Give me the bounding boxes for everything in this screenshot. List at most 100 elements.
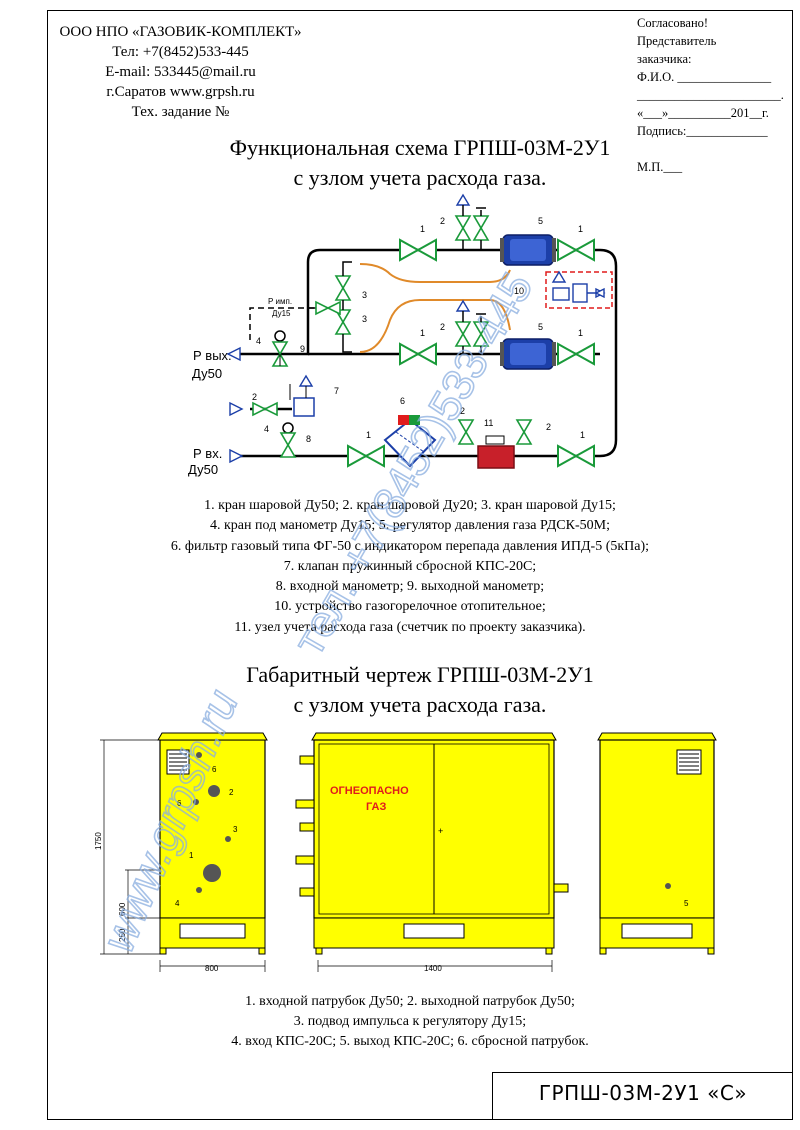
ball-valve-icon [399,239,437,261]
small-valve-icon [335,275,351,301]
ball-valve-icon [252,402,278,416]
dim-width-side: 800 [205,964,219,973]
svg-text:1: 1 [366,430,371,440]
svg-text:1: 1 [578,328,583,338]
legend-item: 4. кран под манометр Ду15; 5. регулятор … [210,518,610,534]
approval-line: М.П.___ [637,160,683,174]
small-valve-icon [455,321,471,347]
company-name: ООО НПО «ГАЗОВИК-КОМПЛЕКТ» [59,24,302,40]
impulse-dash [249,307,320,340]
ball-valve-icon [399,343,437,365]
svg-text:1: 1 [578,224,583,234]
drawing-title-line2: с узлом учета расхода газа. [293,692,547,717]
p-imp-dn-label: Ду15 [272,309,291,318]
tech-task: Тех. задание № [131,104,230,120]
p-out-dn-label: Ду50 [192,366,222,381]
small-valve-icon [315,301,341,315]
ball-valve-icon [557,343,595,365]
legend-item: 4. вход КПС-20С; 5. выход КПС-20С; 6. сб… [231,1034,589,1049]
company-email: E-mail: 533445@mail.ru [105,64,256,80]
approval-line: Подпись:_____________ [637,124,768,138]
svg-text:6: 6 [177,799,182,808]
legend-item: 8. входной манометр; 9. выходной маномет… [275,579,545,595]
svg-text:4: 4 [256,336,261,346]
company-info: ООО НПО «ГАЗОВИК-КОМПЛЕКТ» Тел: +7(8452)… [48,22,313,122]
vent-arrow-icon [456,194,470,206]
stamp-text: ГРПШ-03М-2У1 «С» [538,1081,748,1105]
svg-text:1: 1 [420,328,425,338]
warning-line2: ГАЗ [366,801,386,813]
p-in-dn-label: Ду50 [188,462,218,477]
scheme-legend: 1. кран шаровой Ду50; 2. кран шаровой Ду… [100,496,720,638]
cabinet-back-view: 5 [597,732,717,955]
legend-item: 3. подвод импульса к регулятору Ду15; [293,1014,527,1029]
svg-text:11: 11 [484,418,493,428]
gas-meter-icon [477,435,515,469]
svg-text:5: 5 [538,216,543,226]
p-imp-label: Р имп. [268,297,292,306]
svg-text:2: 2 [440,216,445,226]
approval-line: _______________________. [637,88,784,102]
approval-line: «___»__________201__г. [637,106,769,120]
outlet-arrow-icon [226,346,241,362]
dim-base: 250 [118,928,127,942]
drawing-title: Габаритный чертеж ГРПШ-03М-2У1 с узлом у… [140,660,700,720]
scheme-title-line1: Функциональная схема ГРПШ-03М-2У1 [229,135,611,160]
dim-width-front: 1400 [424,964,442,973]
legend-item: 1. кран шаровой Ду50; 2. кран шаровой Ду… [204,498,616,513]
approval-line: Ф.И.О. _______________ [637,70,772,84]
scheme-title-line2: с узлом учета расхода газа. [293,165,547,190]
svg-text:5: 5 [538,322,543,332]
regulator-icon [499,338,557,370]
cabinet-front-view: + ОГНЕОПАСНО ГАЗ 1400 [295,732,569,973]
vent-arrow-icon [456,300,470,312]
svg-text:2: 2 [229,788,234,797]
svg-text:3: 3 [362,314,367,324]
gas-filter-icon [383,415,437,468]
svg-text:8: 8 [306,434,311,444]
impulse-lines [359,263,511,353]
drawing-frame [47,10,793,1120]
ball-valve-icon [347,445,385,467]
svg-text:1: 1 [580,430,585,440]
p-out-label: Р вых. [193,348,232,363]
approval-line: Согласовано! [637,16,709,30]
warning-line1: ОГНЕОПАСНО [330,785,409,797]
company-site: г.Саратов www.grpsh.ru [106,84,255,100]
title-stamp: ГРПШ-03М-2У1 «С» [492,1072,793,1120]
svg-text:2: 2 [460,406,465,416]
svg-text:3: 3 [362,290,367,300]
svg-text:6: 6 [400,396,405,406]
svg-text:5: 5 [684,899,689,908]
inlet-arrow-icon [229,448,244,464]
company-phone: Тел: +7(8452)533-445 [112,44,249,60]
dim-height: 1750 [94,832,103,850]
dim-mid: 600 [118,902,127,916]
svg-text:4: 4 [175,899,180,908]
inlet-arrow-icon [229,401,244,417]
small-valve-icon [458,419,474,445]
small-valve-icon [455,215,471,241]
legend-item: 6. фильтр газовый типа ФГ-50 с индикатор… [170,538,650,554]
burner-icon [552,283,606,303]
svg-text:1: 1 [189,851,194,860]
drawing-legend: 1. входной патрубок Ду50; 2. выходной па… [100,992,720,1052]
drawing-title-line1: Габаритный чертеж ГРПШ-03М-2У1 [246,662,594,687]
svg-text:1: 1 [420,224,425,234]
ball-valve-icon [557,445,595,467]
legend-item: 11. узел учета расхода газа (счетчик по … [234,619,586,635]
svg-text:9: 9 [300,344,305,354]
approval-line: заказчика: [637,52,692,66]
svg-text:6: 6 [212,765,217,774]
burner-box [545,271,613,309]
approval-block: Согласовано! Представитель заказчика: Ф.… [637,14,787,176]
inlet-manometer-icon [280,422,296,458]
scheme-title: Функциональная схема ГРПШ-03М-2У1 с узло… [140,133,700,193]
svg-text:4: 4 [264,424,269,434]
legend-item: 1. входной патрубок Ду50; 2. выходной па… [245,994,575,1009]
svg-text:+: + [438,826,443,836]
approval-line: Представитель [637,34,717,48]
svg-text:7: 7 [334,386,339,396]
